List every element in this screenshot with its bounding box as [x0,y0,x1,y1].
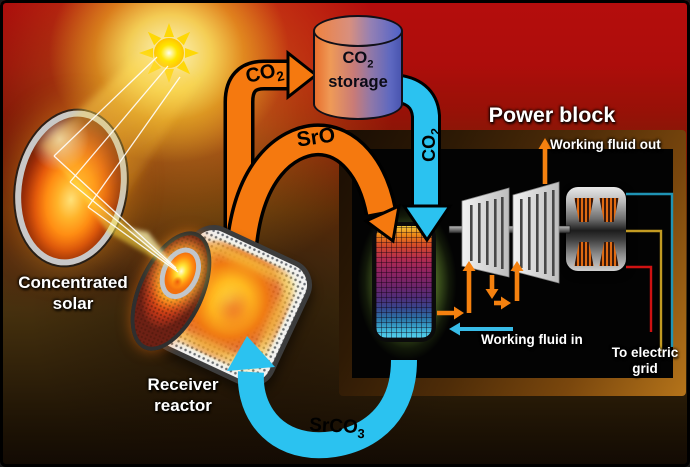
generator-coil [574,242,594,266]
srco3-label: SrCO3 [308,414,366,442]
co2-to-storage-arrowhead [286,49,319,101]
carbonator-column [372,222,436,342]
generator [566,187,626,271]
co2-to-storage-label: CO2 [243,59,286,88]
generator-coil [599,198,619,222]
generator-coil [599,242,619,266]
aperture-hot-spot [169,272,186,291]
co2-storage-label: CO2 storage [328,49,388,91]
sun-rays [139,23,199,83]
receiver-aperture [151,240,209,306]
generator-coil [574,198,594,222]
tank-top [313,15,403,47]
co2-to-storage-pipe [223,49,319,252]
sro-label: SrO [295,123,337,152]
co2-storage-tank: CO2 storage [313,15,403,121]
sun-core [154,38,184,68]
power-block-title: Power block [488,103,616,127]
solar-dish [3,101,139,275]
power-block-panel [339,130,686,396]
